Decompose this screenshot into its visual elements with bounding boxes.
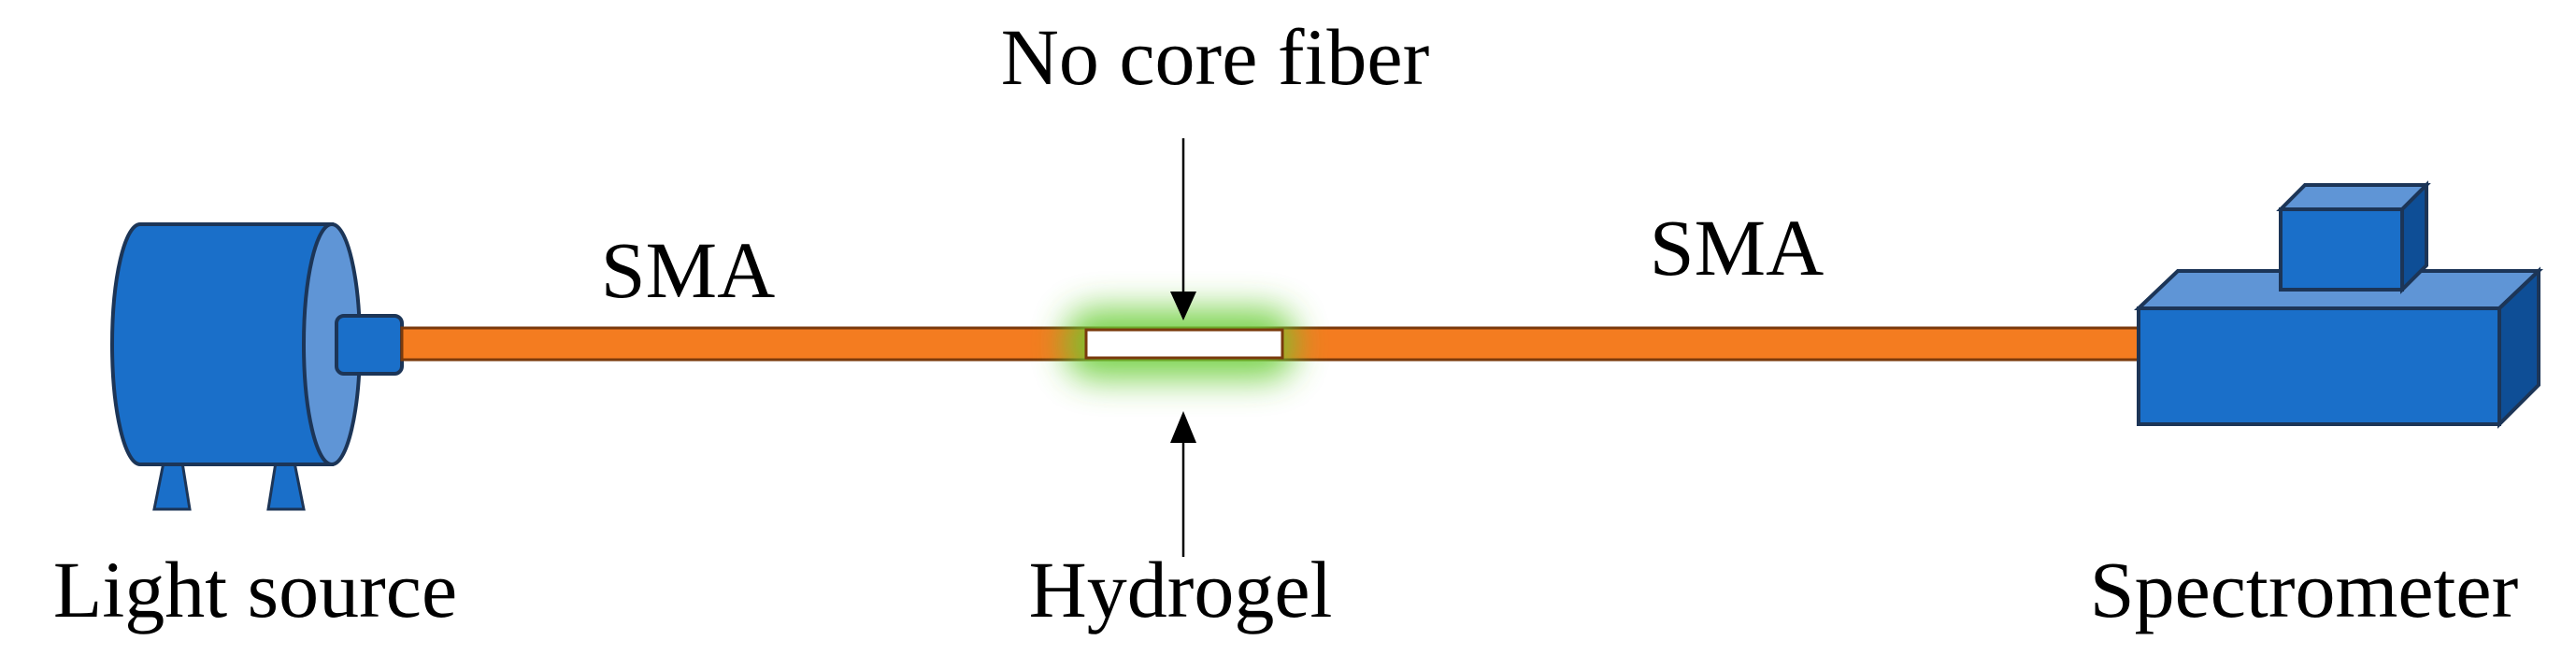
spectrometer-small-side (2400, 180, 2428, 294)
spectrometer-front-face (2137, 306, 2501, 426)
hydrogel-coating (1066, 308, 1295, 379)
spectrometer-side-face (2497, 266, 2540, 429)
light-source-foot-left (152, 461, 192, 511)
label-sma-right: SMA (1650, 203, 1824, 292)
arrow-down-icon (1170, 138, 1196, 320)
spectrometer-small-front (2279, 207, 2404, 292)
no-core-fiber-segment (1084, 328, 1284, 360)
label-light-source: Light source (53, 545, 457, 634)
label-sma-left: SMA (601, 225, 775, 315)
label-no-core-fiber: No core fiber (1001, 12, 1429, 102)
light-source-icon (110, 222, 404, 511)
arrow-up-icon (1170, 411, 1196, 557)
light-source-port (335, 314, 404, 376)
spectrometer-icon (2134, 180, 2543, 429)
light-source-foot-right (266, 461, 306, 511)
light-source-body (110, 222, 334, 466)
label-hydrogel: Hydrogel (1029, 545, 1333, 634)
label-spectrometer: Spectrometer (2090, 545, 2518, 634)
